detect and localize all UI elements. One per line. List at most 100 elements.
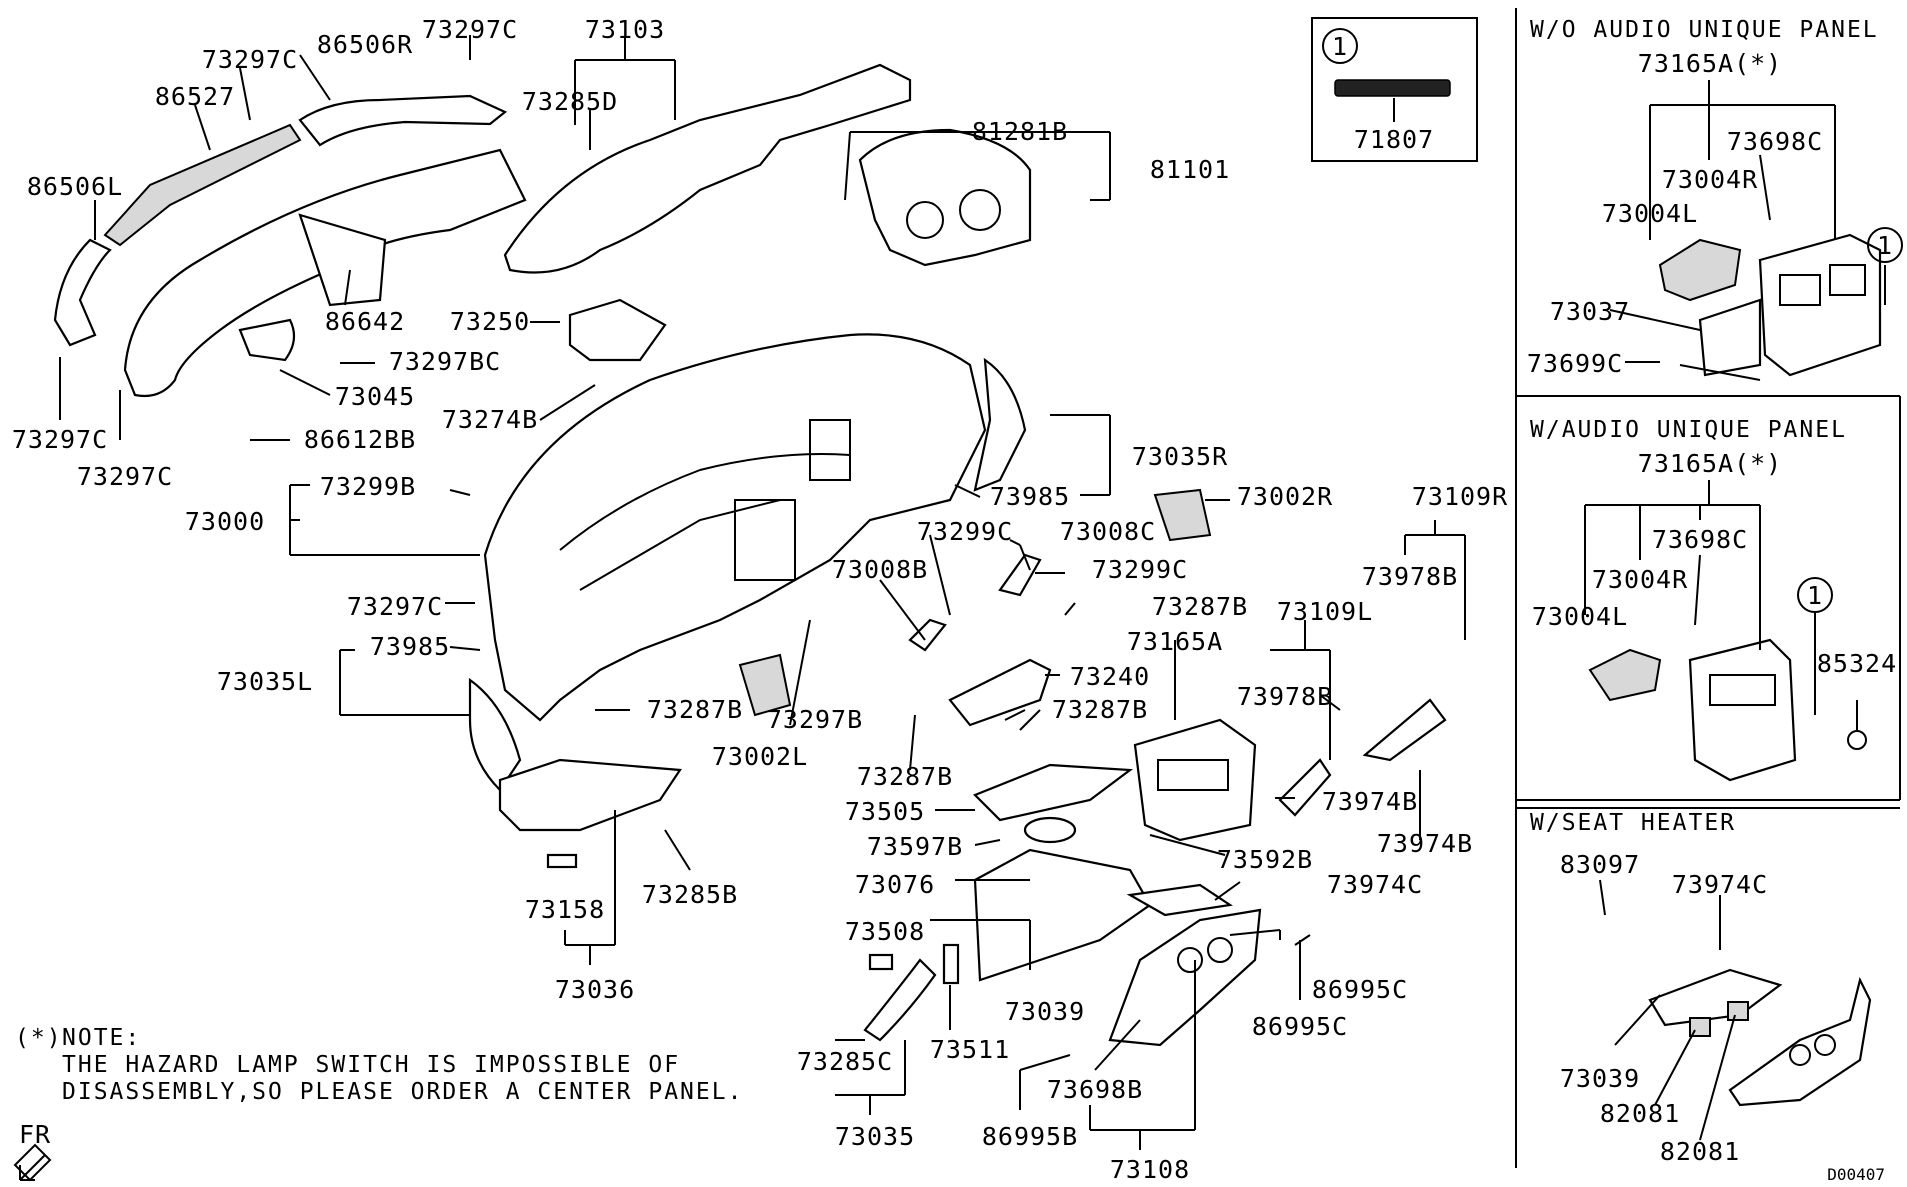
clip-73285c	[868, 953, 894, 971]
w-audio-panel: W/AUDIO UNIQUE PANEL 73165A(*) 73698C 73…	[1530, 417, 1897, 678]
label-73285c: 73285C	[797, 1047, 893, 1076]
vent-73002r	[1153, 488, 1212, 542]
side-trim-73035	[863, 958, 937, 1042]
w-vents	[1588, 648, 1662, 702]
w-label-85324: 85324	[1817, 649, 1897, 678]
sh-label-82081-b: 82081	[1660, 1137, 1740, 1166]
bracket-73008b	[908, 618, 947, 652]
lower-center-73108	[1108, 908, 1262, 1047]
callout-marker: 1	[1332, 32, 1348, 61]
note-block: (*) NOTE: THE HAZARD LAMP SWITCH IS IMPO…	[15, 1025, 743, 1105]
label-73250: 73250	[450, 307, 530, 336]
label-73165a: 73165A	[1127, 627, 1223, 656]
label-73002r: 73002R	[1237, 482, 1333, 511]
label-73108: 73108	[1110, 1155, 1190, 1184]
w-marker: 1	[1807, 581, 1823, 610]
label-73974b-b: 73974B	[1377, 829, 1473, 858]
part-labels: 73297C 86506R 73103 73297C 86527 73285D …	[12, 15, 1507, 1184]
label-73287b-a: 73287B	[1152, 592, 1248, 621]
glove-box-73508	[973, 848, 1152, 982]
seat-heater-panel: W/SEAT HEATER 83097 73974C 73039 82081 8…	[1530, 810, 1768, 1166]
fr-arrow-icon	[13, 1143, 52, 1182]
callout-part: 71807	[1354, 125, 1434, 154]
panel-frames	[1515, 8, 1901, 1168]
label-73008b: 73008B	[832, 555, 928, 584]
control-73039	[1126, 883, 1233, 917]
leader-lines	[59, 35, 1903, 1150]
label-73299c-b: 73299C	[1092, 555, 1188, 584]
airbag-73250	[568, 298, 667, 362]
w-audio-title: W/AUDIO UNIQUE PANEL	[1530, 417, 1847, 443]
label-86612bb: 86612BB	[304, 425, 416, 454]
label-73039: 73039	[1005, 997, 1085, 1026]
label-73109l: 73109L	[1277, 597, 1373, 626]
label-73000: 73000	[185, 507, 265, 536]
label-73297c-top: 73297C	[422, 15, 518, 44]
part-shapes	[53, 63, 1447, 1047]
duct-86506r	[298, 94, 508, 147]
label-73297bc: 73297BC	[389, 347, 501, 376]
label-73035r: 73035R	[1132, 442, 1228, 471]
wo-label-73004r: 73004R	[1662, 165, 1758, 194]
vent-73002l	[738, 653, 792, 717]
upper-cover-73103	[503, 63, 912, 274]
wo-label-73698c: 73698C	[1727, 127, 1823, 156]
label-73698b: 73698B	[1047, 1075, 1143, 1104]
label-73035l: 73035L	[217, 667, 313, 696]
label-73008c: 73008C	[1060, 517, 1156, 546]
bracket-73240	[948, 658, 1052, 727]
fr-label: FR	[19, 1120, 51, 1149]
note-title: NOTE:	[62, 1025, 141, 1051]
note-line2: DISASSEMBLY,SO PLEASE ORDER A CENTER PAN…	[62, 1079, 743, 1105]
label-73299c-a: 73299C	[917, 517, 1013, 546]
label-73511: 73511	[930, 1035, 1010, 1064]
callout-box: 1 71807	[1311, 17, 1478, 162]
note-marker: (*)	[15, 1025, 63, 1051]
label-86995b: 86995B	[982, 1122, 1078, 1151]
label-73974b-a: 73974B	[1322, 787, 1418, 816]
label-73505: 73505	[845, 797, 925, 826]
drawing-code: D00407	[1827, 1165, 1885, 1184]
label-73285b: 73285B	[642, 880, 738, 909]
label-86527: 86527	[155, 82, 235, 111]
w-label-73004r: 73004R	[1592, 565, 1688, 594]
label-73592b: 73592B	[1217, 845, 1313, 874]
label-73103: 73103	[585, 15, 665, 44]
wo-marker: 1	[1877, 231, 1893, 260]
label-73508: 73508	[845, 917, 925, 946]
label-73978b-l: 73978B	[1237, 682, 1333, 711]
seat-heater-panel	[1728, 976, 1872, 1107]
w-label-73004l: 73004L	[1532, 602, 1628, 631]
label-73287b-b: 73287B	[647, 695, 743, 724]
seat-heater-title: W/SEAT HEATER	[1530, 810, 1736, 836]
emblem-icon	[1334, 79, 1451, 97]
panel-part-shapes	[1588, 233, 1882, 1107]
label-73287b-d: 73287B	[857, 762, 953, 791]
label-86642: 86642	[325, 307, 405, 336]
label-73240: 73240	[1070, 662, 1150, 691]
duct-86506l	[53, 238, 112, 347]
side-panel-73035r	[973, 357, 1027, 492]
trim-73109r	[1362, 698, 1447, 762]
label-73978b-r: 73978B	[1362, 562, 1458, 591]
label-73297c-2: 73297C	[202, 45, 298, 74]
label-73297c-4: 73297C	[77, 462, 173, 491]
label-73285d: 73285D	[522, 87, 618, 116]
label-81281b: 81281B	[972, 117, 1068, 146]
label-73985-l: 73985	[370, 632, 450, 661]
meter-hood-81101	[858, 128, 1032, 267]
defroster-duct	[103, 123, 302, 247]
label-86995c-a: 86995C	[1312, 975, 1408, 1004]
sh-label-83097: 83097	[1560, 850, 1640, 879]
seat-heater-bracket	[1648, 968, 1783, 1027]
trim-73109l	[1278, 758, 1332, 817]
label-73076: 73076	[855, 870, 935, 899]
sh-label-73974c: 73974C	[1672, 870, 1768, 899]
label-73002l: 73002L	[712, 742, 808, 771]
label-73297c-5: 73297C	[347, 592, 443, 621]
w-switch	[1847, 730, 1867, 750]
center-panel-73165a	[1133, 718, 1257, 842]
label-73297b: 73297B	[767, 705, 863, 734]
